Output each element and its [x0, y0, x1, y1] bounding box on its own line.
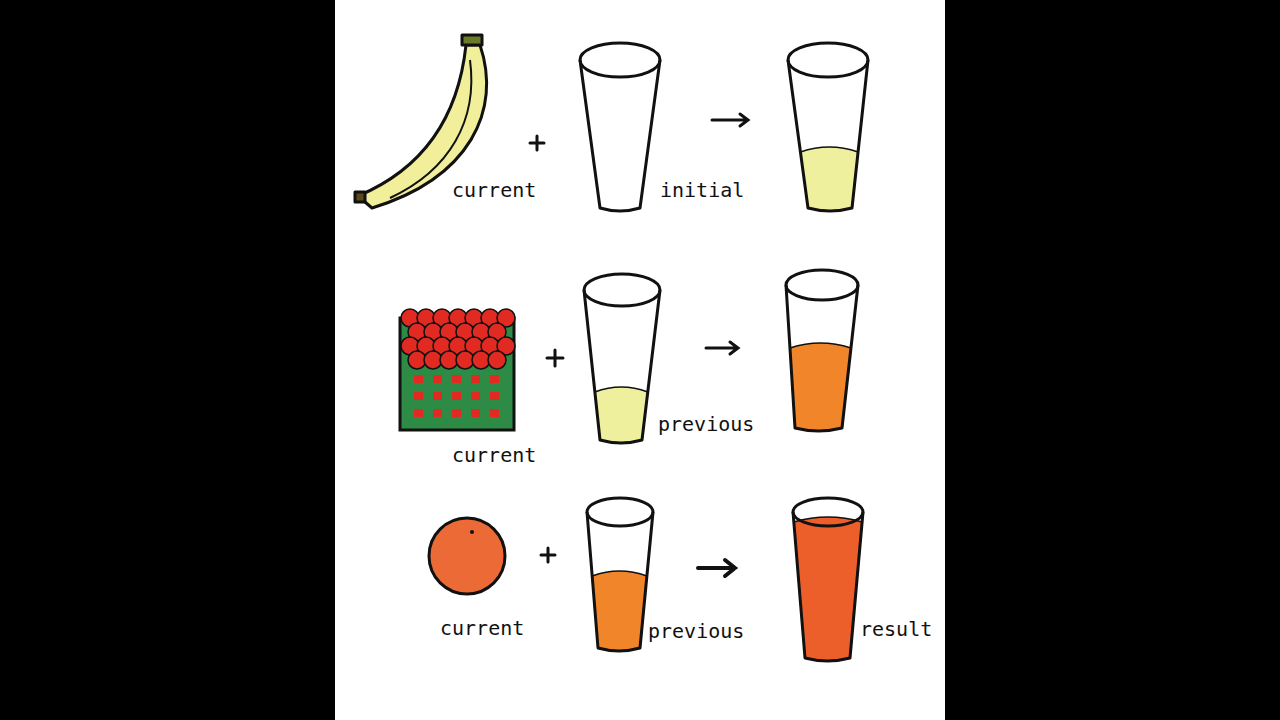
glass-rim: [587, 498, 653, 526]
orange: [429, 518, 505, 594]
drawing-part: [470, 530, 474, 534]
glass-rim: [788, 43, 868, 77]
word-label: current: [452, 178, 536, 202]
strawberry: [488, 351, 506, 369]
glass-body: [587, 512, 653, 651]
drawing-part: [712, 114, 748, 126]
drawing-part: [390, 60, 471, 198]
glass-rim: [786, 270, 858, 300]
drawing-part: [706, 342, 738, 354]
basket-hole: [414, 375, 423, 383]
basket-hole: [433, 409, 442, 417]
drawing-part: [400, 318, 514, 430]
glass-rim: [793, 498, 863, 526]
glass-rim: [580, 43, 660, 77]
glass-body: [580, 60, 660, 211]
basket-hole: [414, 392, 423, 400]
word-label: current: [440, 616, 524, 640]
drawing-part: [401, 309, 515, 369]
glass-body: [786, 285, 858, 431]
basket-hole: [452, 409, 461, 417]
glasses: [580, 43, 868, 661]
glass-body: [793, 512, 863, 661]
basket-hole: [490, 392, 499, 400]
basket-hole: [433, 392, 442, 400]
word-label: previous: [648, 619, 744, 643]
strawberry-basket: [400, 309, 515, 430]
juice: [800, 147, 858, 211]
basket-hole: [490, 409, 499, 417]
drawing-part: [541, 548, 555, 562]
drawing-part: [530, 136, 544, 150]
basket-hole: [471, 409, 480, 417]
glass-body: [788, 60, 868, 211]
basket-hole: [452, 375, 461, 383]
drawing-part: [355, 192, 365, 202]
basket-hole: [433, 375, 442, 383]
word-label: initial: [660, 178, 744, 202]
drawing-part: [429, 518, 505, 594]
basket-hole: [471, 375, 480, 383]
basket-hole: [490, 375, 499, 383]
drawing-part: [547, 350, 563, 366]
juice: [595, 387, 648, 443]
juice: [592, 571, 647, 651]
basket-hole: [414, 409, 423, 417]
word-label: current: [452, 443, 536, 467]
basket-hole: [471, 392, 480, 400]
drawing-part: [698, 560, 735, 576]
drawing-part: [462, 35, 482, 45]
word-label: previous: [658, 412, 754, 436]
glass-body: [584, 290, 660, 443]
basket-hole: [452, 392, 461, 400]
drawing-part: [414, 375, 499, 417]
word-label: result: [860, 617, 932, 641]
glass-rim: [584, 274, 660, 306]
